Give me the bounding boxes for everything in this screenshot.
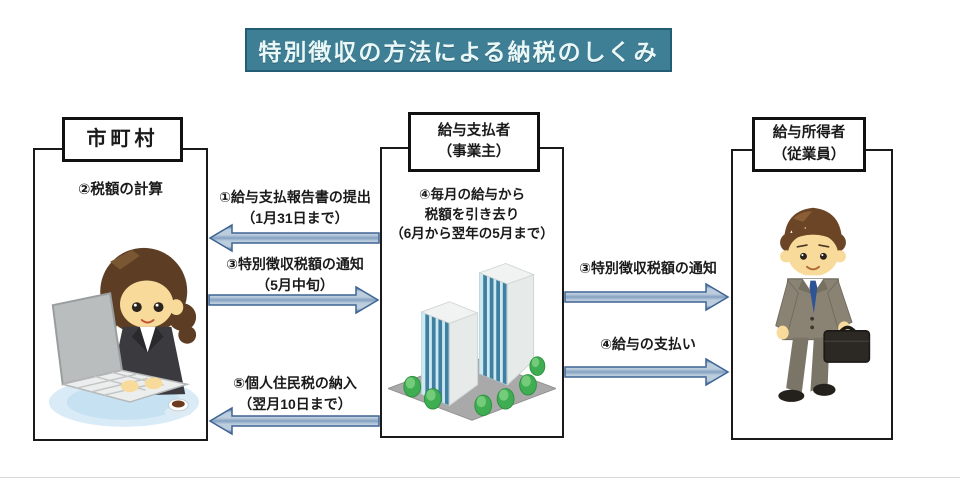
municipality-header-label: 市町村 bbox=[86, 128, 159, 150]
businessman-illustration bbox=[775, 207, 871, 402]
employer-note: ④毎月の給与から 税額を引き去り （6月から翌年の5月まで） bbox=[382, 185, 562, 244]
right-arrow-salary-payment bbox=[564, 357, 730, 387]
employer-header-line2: （事業主） bbox=[437, 144, 511, 160]
left-arrow-salary-report bbox=[208, 223, 380, 253]
flow-label-resident-tax-payment: ⑤個人住民税の納入 （翌月10日まで） bbox=[233, 375, 357, 412]
left-arrow-resident-tax-payment bbox=[208, 406, 380, 436]
municipality-note: ②税額の計算 bbox=[78, 182, 163, 198]
employer-note-line3: （6月から翌年の5月まで） bbox=[390, 226, 554, 242]
employee-header-line1: 給与所得者 bbox=[772, 125, 846, 142]
employer-header-line1: 給与支払者 bbox=[437, 122, 511, 139]
flow-label-salary-payment: ④給与の支払い bbox=[600, 336, 696, 352]
flow-label-tax-notice-to-employer: ③特別徴収税額の通知 （5月中旬） bbox=[226, 256, 364, 293]
office-building-illustration bbox=[388, 262, 556, 421]
diagram-title: 特別徴収の方法による納税のしくみ bbox=[258, 39, 659, 65]
woman-at-laptop-illustration bbox=[48, 247, 200, 427]
page-bottom-divider bbox=[0, 477, 960, 478]
employee-header-line2: （従業員） bbox=[772, 146, 846, 163]
municipality-header-box: 市町村 bbox=[62, 117, 183, 162]
employer-header-box: 給与支払者 （事業主） bbox=[408, 112, 540, 172]
flow-label-tax-notice-to-employee: ③特別徴収税額の通知 bbox=[579, 260, 717, 276]
employer-note-line1: ④毎月の給与から bbox=[419, 187, 525, 202]
flow-label-salary-report: ①給与支払報告書の提出 （1月31日まで） bbox=[219, 189, 371, 226]
title-banner: 特別徴収の方法による納税のしくみ bbox=[245, 28, 672, 72]
employer-note-line2: 税額を引き去り bbox=[424, 206, 520, 222]
right-arrow-tax-notice-to-employee bbox=[564, 282, 730, 312]
employee-header-box: 給与所得者 （従業員） bbox=[752, 117, 866, 172]
right-arrow-tax-notice-to-employer bbox=[208, 285, 380, 315]
